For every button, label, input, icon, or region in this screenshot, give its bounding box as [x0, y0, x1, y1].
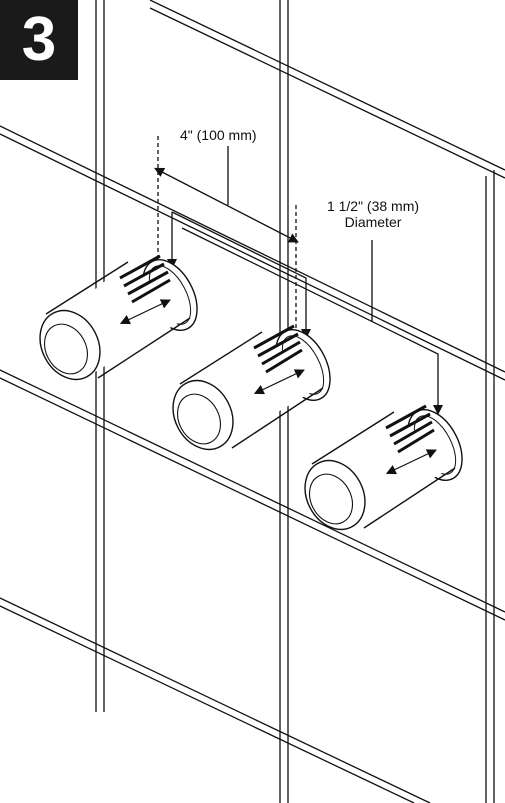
- diameter-value: 1 1/2" (38 mm): [326, 198, 420, 214]
- pipe-stub-2: [172, 324, 331, 451]
- grout-line: [0, 377, 505, 621]
- pointer-arrows: [167, 211, 443, 415]
- stub-marking: [253, 324, 303, 374]
- spacing-arrow: [153, 167, 299, 243]
- diameter-word: Diameter: [344, 214, 402, 230]
- grout-line: [149, 0, 505, 171]
- stub-marking: [119, 254, 171, 304]
- grout-line: [0, 605, 415, 803]
- pointer-arrow-3: [181, 227, 443, 415]
- step-number-badge: 3: [0, 0, 78, 80]
- grout-line: [0, 369, 505, 613]
- grout-line: [0, 125, 505, 373]
- grout-line: [0, 133, 505, 381]
- diameter-label: 1 1/2" (38 mm) Diameter: [318, 198, 428, 230]
- pointer-arrow-2: [171, 211, 311, 339]
- stub-marking: [385, 404, 435, 454]
- grout-line: [0, 597, 431, 803]
- spacing-dimension: [153, 136, 299, 338]
- pipe-stub-3: [304, 404, 463, 531]
- spacing-label: 4" (100 mm): [178, 127, 259, 143]
- grout-line: [149, 7, 505, 179]
- pipe-stub-1: [39, 254, 198, 381]
